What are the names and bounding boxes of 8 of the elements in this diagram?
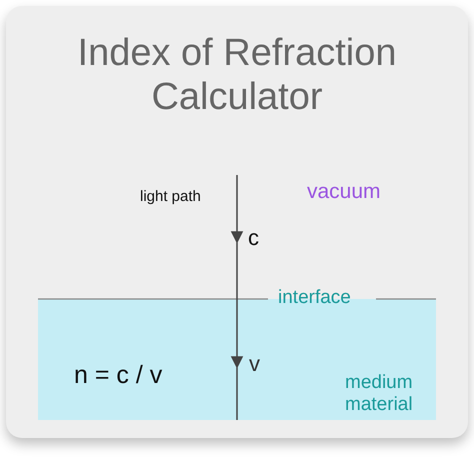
speed-label: c (248, 225, 259, 250)
region-label: medium material (345, 372, 414, 416)
region-label: vacuum (307, 180, 381, 204)
light-path-label: light path (140, 188, 201, 206)
interface-label: interface (278, 287, 351, 309)
speed-label: v (249, 351, 260, 376)
title: Index of Refraction Calculator (76, 32, 398, 120)
formula: n = c / v (74, 361, 162, 390)
